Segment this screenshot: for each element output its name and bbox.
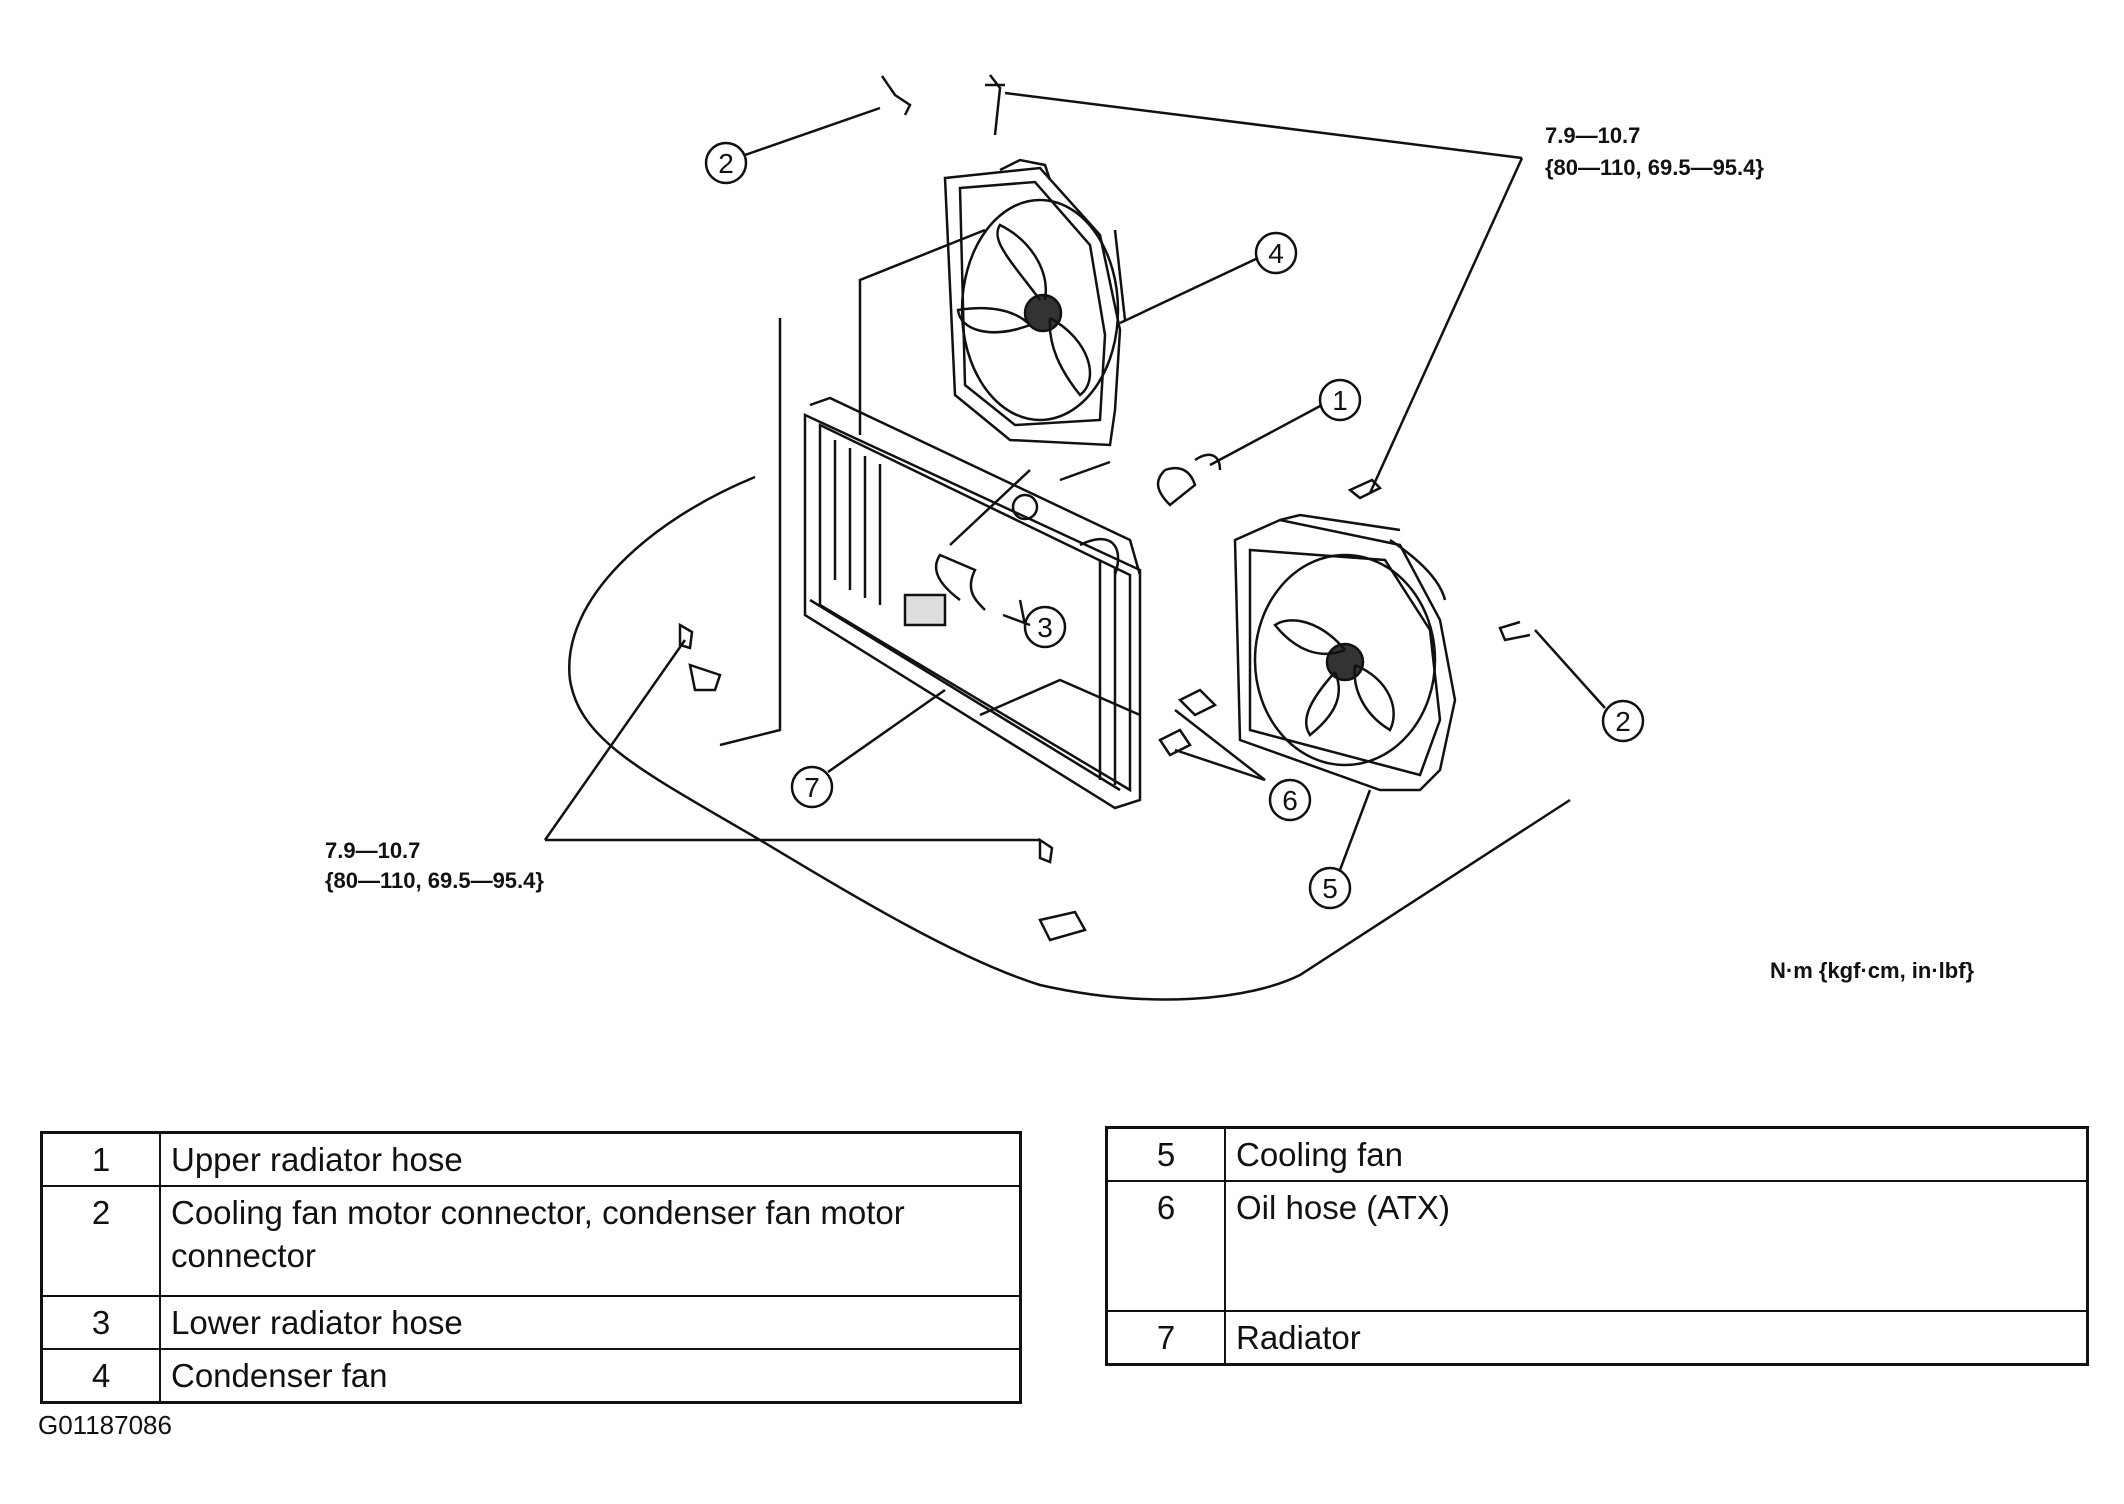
leader-lines [543,91,1606,871]
figure-id: G01187086 [38,1410,172,1440]
callout-circle-6 [1268,778,1312,822]
legend-number: 2 [40,1185,161,1297]
legend-row: 6 Oil hose (ATX) [1105,1180,2089,1312]
legend-number: 7 [1105,1310,1226,1366]
legend-number: 3 [40,1295,161,1350]
legend-row: 7 Radiator [1105,1310,2089,1366]
legend-description: Condenser fan [159,1348,1022,1404]
condenser-fan-illustration [943,158,1127,447]
torque-spec-left-line2: {80—110, 69.5—95.4} [325,868,544,893]
legend-description: Radiator [1224,1310,2089,1366]
legend-description: Lower radiator hose [159,1295,1022,1350]
legend-number: 5 [1105,1126,1226,1182]
torque-spec-top-line2: {80—110, 69.5—95.4} [1545,155,1764,180]
radiator-illustration [803,396,1142,810]
torque-spec-left-line1: 7.9—10.7 [325,838,420,863]
callout-label: 2 [718,148,734,179]
callout-label: 5 [1322,873,1338,904]
callout-circle-7 [790,765,834,809]
exploded-view-diagram: 2 4 1 3 2 6 7 5 7.9—10.7 {80—110, 69.5—9… [325,74,1975,1001]
legend-row: 3 Lower radiator hose [40,1295,1022,1350]
callout-label: 4 [1268,238,1284,269]
callout-label: 1 [1332,385,1348,416]
legend-number: 6 [1105,1180,1226,1312]
callout-circle-2-top [704,141,748,185]
callout-circle-5 [1308,866,1352,910]
hoses-and-fasteners [678,74,1531,942]
callout-circle-4 [1254,231,1298,275]
legend-description: Cooling fan [1224,1126,2089,1182]
callout-label: 7 [804,772,820,803]
callout-circle-1 [1318,378,1362,422]
legend-number: 4 [40,1348,161,1404]
callout-markers [704,141,1645,910]
legend-row: 2 Cooling fan motor connector, condenser… [40,1185,1022,1297]
legend-description: Cooling fan motor connector, condenser f… [159,1185,1022,1297]
vehicle-body-outline [567,475,1571,1001]
legend-row: 1 Upper radiator hose [40,1131,1022,1187]
callout-circle-2-right [1601,699,1645,743]
legend-row: 5 Cooling fan [1105,1126,2089,1182]
legend-table-left: 1 Upper radiator hose 2 Cooling fan moto… [40,1131,1022,1404]
legend-row: 4 Condenser fan [40,1348,1022,1404]
callout-circle-3 [1023,605,1067,649]
legend-table-right: 5 Cooling fan 6 Oil hose (ATX) 7 Radiato… [1105,1126,2089,1366]
legend-description: Oil hose (ATX) [1224,1180,2089,1312]
legend-description: Upper radiator hose [159,1131,1022,1187]
callout-label: 2 [1615,706,1631,737]
cooling-fan-illustration [1233,513,1457,792]
callout-label: 3 [1037,612,1053,643]
torque-spec-top-line1: 7.9—10.7 [1545,123,1640,148]
unit-label: N·m {kgf·cm, in·lbf} [1770,958,1975,983]
legend-number: 1 [40,1131,161,1187]
callout-label: 6 [1282,785,1298,816]
